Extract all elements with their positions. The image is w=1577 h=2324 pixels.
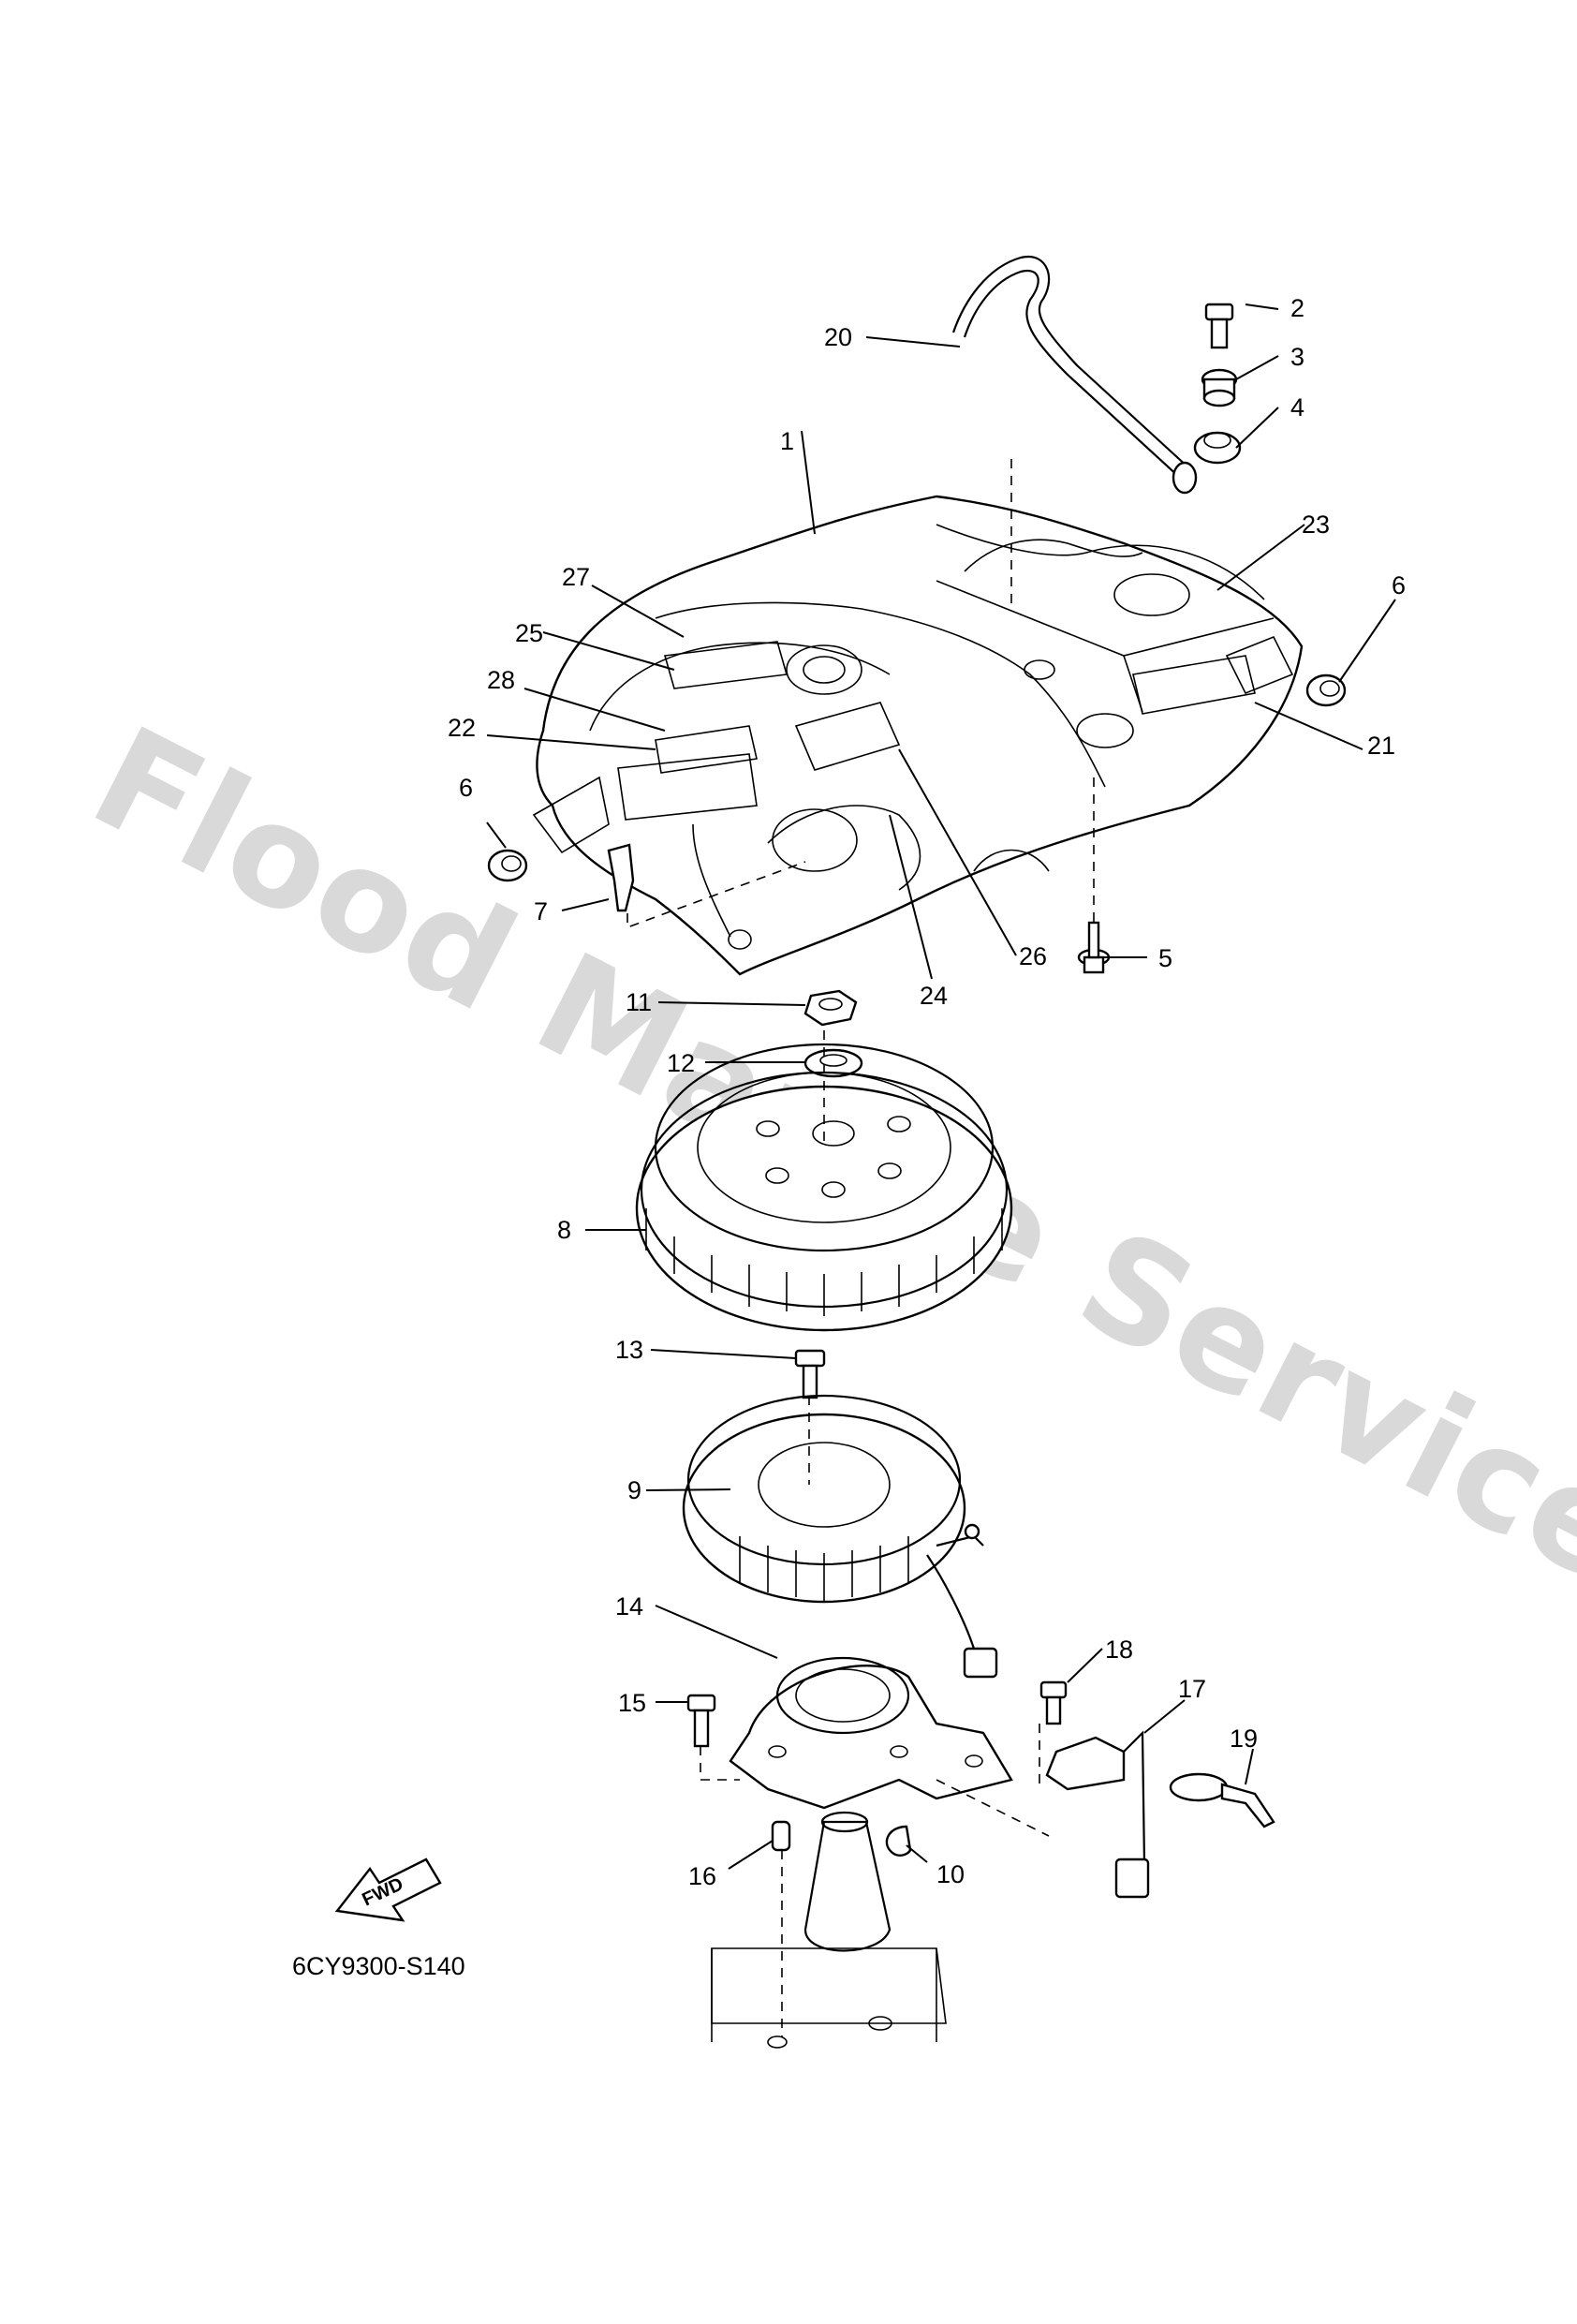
- band-19: [1169, 1772, 1275, 1828]
- callout-15: 15: [618, 1689, 647, 1717]
- leader-lines: [486, 303, 1396, 1870]
- callout-11: 11: [626, 988, 653, 1016]
- crankcase: [711, 1811, 947, 2049]
- callout-4: 4: [1290, 393, 1305, 422]
- hose: [951, 255, 1198, 495]
- grommet-6-right: [1305, 674, 1347, 707]
- callout-26: 26: [1019, 942, 1048, 970]
- screw-5: [1077, 921, 1111, 974]
- callout-6-right: 6: [1392, 571, 1407, 600]
- stator-bracket: [729, 1656, 1013, 1810]
- callout-21: 21: [1367, 732, 1396, 760]
- dowel-16: [771, 1820, 791, 1852]
- callout-10: 10: [936, 1860, 965, 1888]
- callout-5: 5: [1158, 944, 1173, 972]
- callout-19: 19: [1230, 1724, 1259, 1753]
- collar-3: [1201, 368, 1238, 407]
- callout-14: 14: [615, 1592, 644, 1621]
- callout-7: 7: [534, 897, 549, 925]
- grommet-4: [1193, 431, 1242, 465]
- nut-11: [803, 989, 858, 1027]
- callout-1: 1: [780, 427, 795, 455]
- callout-16: 16: [688, 1862, 717, 1890]
- woodruff-key-10: [885, 1825, 912, 1857]
- stator: [682, 1394, 998, 1679]
- callout-13: 13: [615, 1336, 644, 1364]
- callout-23: 23: [1302, 511, 1331, 539]
- bolt-15: [686, 1694, 716, 1748]
- bolt-18: [1039, 1680, 1068, 1725]
- callout-6-left: 6: [459, 774, 474, 802]
- callout-22: 22: [448, 714, 477, 742]
- sensor-17: [1045, 1730, 1150, 1899]
- callout-25: 25: [515, 619, 544, 647]
- fwd-arrow-icon: [334, 1858, 442, 1922]
- callout-17: 17: [1178, 1675, 1207, 1703]
- flywheel-cover: [532, 495, 1304, 976]
- callout-9: 9: [627, 1476, 642, 1504]
- callout-27: 27: [562, 563, 591, 591]
- callout-2: 2: [1290, 294, 1305, 322]
- grommet-6-left: [487, 849, 528, 882]
- callout-12: 12: [667, 1049, 696, 1077]
- callout-8: 8: [557, 1216, 572, 1244]
- drawing-code: 6CY9300-S140: [292, 1952, 465, 1980]
- callout-20: 20: [824, 323, 853, 351]
- clip-7: [607, 843, 635, 912]
- callout-18: 18: [1105, 1636, 1134, 1664]
- callout-3: 3: [1290, 343, 1305, 371]
- callout-24: 24: [920, 982, 949, 1010]
- callout-28: 28: [487, 666, 516, 694]
- bolt-2: [1204, 303, 1234, 349]
- bolt-13: [794, 1349, 826, 1399]
